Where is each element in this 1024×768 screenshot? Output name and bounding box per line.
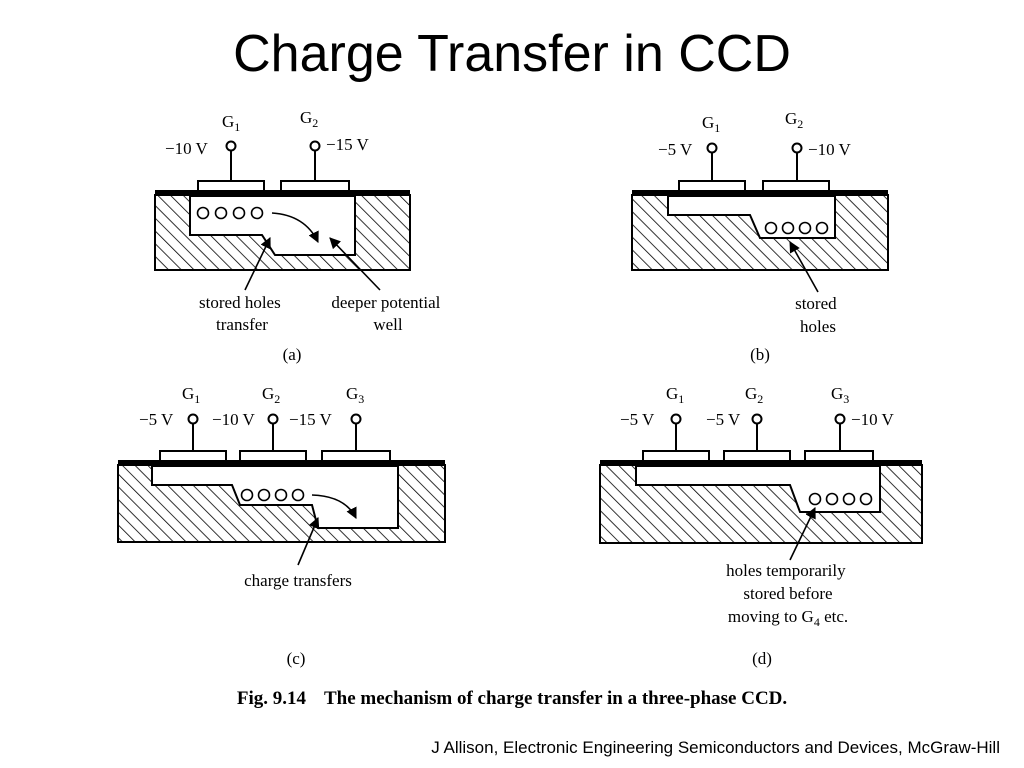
figure-caption-text: The mechanism of charge transfer in a th…	[323, 688, 788, 709]
terminal-g1	[187, 413, 199, 425]
annotation-stored-holes-transfer: stored holes transfer	[199, 293, 285, 334]
gate-electrode-g2	[762, 180, 830, 192]
figure-number: Fig. 9.14	[236, 688, 306, 709]
terminal-g1	[670, 413, 682, 425]
voltage-label-g1: −5 V	[658, 140, 693, 159]
terminal-g2	[309, 140, 321, 152]
gate-label-g3: G3	[346, 384, 364, 406]
stored-holes	[764, 221, 829, 235]
panel-label-d: (d)	[752, 649, 772, 668]
annotation-deeper-potential-well: deeper potential well	[331, 293, 444, 334]
pointer-stored-holes	[789, 241, 819, 293]
pointer-holes-stored	[789, 506, 816, 561]
voltage-label-g1: −5 V	[620, 410, 655, 429]
gate-electrode-g1	[678, 180, 746, 192]
pointer-deeper-well	[329, 237, 381, 291]
gate-electrode-g1	[159, 450, 227, 462]
voltage-label-g3: −15 V	[289, 410, 333, 429]
gate-label-g1: G1	[182, 384, 200, 406]
voltage-label-g2: −5 V	[706, 410, 741, 429]
terminal-g3	[350, 413, 362, 425]
gate-label-g2: G2	[745, 384, 763, 406]
voltage-label-g2: −10 V	[212, 410, 256, 429]
gate-electrode-g3	[804, 450, 874, 462]
terminal-g1	[706, 142, 718, 154]
terminal-g2	[791, 142, 803, 154]
gate-label-g1: G1	[222, 112, 240, 134]
substrate	[599, 464, 923, 544]
voltage-label-g1: −5 V	[139, 410, 174, 429]
terminal-g2	[267, 413, 279, 425]
oxide-layer	[632, 190, 888, 196]
gate-label-g2: G2	[300, 108, 318, 130]
gate-electrode-g1	[197, 180, 265, 192]
gate-label-g1: G1	[702, 113, 720, 135]
panel-label-b: (b)	[750, 345, 770, 364]
panel-label-c: (c)	[287, 649, 306, 668]
voltage-label-g2: −10 V	[808, 140, 852, 159]
oxide-layer	[155, 190, 410, 196]
annotation-stored-holes: stored holes	[795, 294, 841, 336]
gate-electrode-g1	[642, 450, 710, 462]
terminal-g3	[834, 413, 846, 425]
oxide-layer	[118, 460, 445, 466]
substrate	[154, 194, 411, 271]
voltage-label-g2: −15 V	[326, 135, 370, 154]
gate-electrode-g3	[321, 450, 391, 462]
gate-label-g2: G2	[262, 384, 280, 406]
stored-holes	[808, 492, 873, 506]
panel-a: G1 G2 −10 V −15 V stored holes transfer …	[154, 108, 444, 364]
transfer-arrow	[271, 212, 319, 244]
voltage-label-g3: −10 V	[851, 410, 895, 429]
panel-b: G1 G2 −5 V −10 V stored holes (b)	[631, 109, 889, 364]
source-credit: J Allison, Electronic Engineering Semico…	[431, 738, 1000, 757]
panel-label-a: (a)	[283, 345, 302, 364]
panel-d: G1 G2 G3 −5 V −5 V −10 V holes temporari…	[599, 384, 923, 668]
panel-c: G1 G2 G3 −5 V −10 V −15 V charge transfe…	[117, 384, 446, 668]
gate-electrode-g2	[280, 180, 350, 192]
terminal-g1	[225, 140, 237, 152]
annotation-moving-to-g4: moving to G4 etc.	[728, 607, 848, 629]
substrate	[117, 464, 446, 543]
gate-electrode-g2	[239, 450, 307, 462]
gate-label-g1: G1	[666, 384, 684, 406]
gate-electrode-g2	[723, 450, 791, 462]
pointer-stored-holes	[244, 236, 271, 291]
slide-title: Charge Transfer in CCD	[233, 25, 791, 83]
stored-holes	[240, 488, 305, 502]
transfer-arrow	[311, 494, 357, 520]
stored-holes	[196, 206, 264, 220]
gate-label-g3: G3	[831, 384, 849, 406]
substrate	[631, 194, 889, 271]
annotation-charge-transfers: charge transfers	[244, 571, 352, 590]
terminal-g2	[751, 413, 763, 425]
gate-label-g2: G2	[785, 109, 803, 131]
figure-caption: Fig. 9.14 The mechanism of charge transfe…	[0, 688, 1024, 710]
annotation-holes-temporarily-stored: holes temporarily stored before	[726, 561, 850, 603]
oxide-layer	[600, 460, 922, 466]
pointer-charge-transfers	[297, 516, 320, 566]
voltage-label-g1: −10 V	[165, 139, 209, 158]
